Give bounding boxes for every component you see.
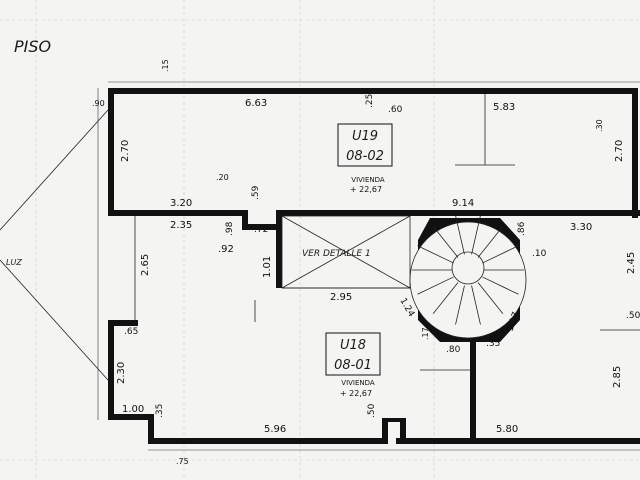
dim-label: 1.00	[122, 404, 144, 415]
stair-tread	[455, 285, 465, 325]
stair-tread	[482, 276, 519, 295]
unit-u18-code: U18	[340, 338, 366, 353]
dim-label: 2.35	[170, 220, 192, 231]
unit-u19-number: 08-02	[346, 149, 384, 164]
dim-label: 6.63	[245, 98, 267, 109]
dim-label: .90	[92, 99, 105, 108]
dim-label: 2.85	[612, 366, 623, 388]
dim-label: 9.14	[452, 198, 474, 209]
dim-label: .72	[254, 225, 268, 235]
unit-u18: U18 08-01 VIVIENDA + 22,67	[325, 332, 381, 398]
stair-tread	[477, 282, 504, 315]
dim-label: .86	[517, 221, 527, 236]
stair-tread	[471, 285, 481, 325]
dim-label: 2.70	[614, 140, 625, 162]
dim-label: .75	[176, 457, 189, 466]
dim-label: .98	[225, 221, 235, 236]
dim-label: 5.80	[496, 424, 518, 435]
spiral-stair	[409, 215, 527, 342]
dim-label: .35	[155, 404, 165, 418]
dim-label: .59	[251, 185, 261, 200]
unit-u18-use: VIVIENDA	[341, 379, 375, 387]
dim-label: 2.70	[120, 140, 131, 162]
dim-label: .80	[446, 345, 461, 355]
dim-label: 5.83	[493, 102, 515, 113]
interior-lines	[134, 94, 640, 371]
dim-label: .17	[421, 327, 430, 340]
dim-label: .50	[626, 311, 640, 321]
stair-tread	[417, 245, 454, 264]
dim-label: .65	[124, 327, 138, 337]
dim-label: 3.30	[570, 222, 592, 233]
dim-label: .15	[161, 59, 170, 72]
dim-label: 2.95	[330, 292, 352, 303]
dim-label: .60	[388, 105, 403, 115]
unit-u19-code: U19	[352, 129, 378, 144]
dim-label: 3.20	[170, 198, 192, 209]
stair-tread	[432, 282, 459, 315]
dim-label: 5.96	[264, 424, 286, 435]
dim-label: .50	[367, 403, 377, 418]
dim-label: .92	[218, 244, 234, 255]
detail-note: VER DETALLE 1	[302, 249, 371, 259]
dim-label: .20	[216, 173, 229, 182]
dim-label: .35	[486, 339, 500, 349]
stair-tread	[417, 276, 454, 295]
unit-u19-use: VIVIENDA	[351, 176, 385, 184]
stair-tread	[432, 225, 459, 258]
stair-tread	[477, 225, 504, 258]
unit-u19: U19 08-02 VIVIENDA + 22,67	[337, 123, 393, 194]
stair-tread	[471, 215, 481, 255]
stair-treads	[412, 215, 524, 325]
dim-label: 2.45	[626, 252, 637, 274]
dim-label: 2.65	[140, 254, 151, 276]
side-label: LUZ	[6, 258, 22, 267]
dim-label: .10	[532, 249, 547, 259]
dimension-ticks	[97, 81, 640, 451]
dim-label: 1.01	[262, 256, 273, 278]
dim-label: .25	[365, 94, 375, 108]
dim-label: 2.30	[116, 362, 127, 384]
stair-tread	[455, 215, 465, 255]
walls	[108, 88, 640, 444]
unit-u18-area: + 22,67	[340, 389, 372, 398]
floor-label: PISO	[14, 37, 51, 56]
unit-u18-number: 08-01	[334, 358, 372, 373]
stair-tread	[482, 245, 519, 264]
unit-u19-area: + 22,67	[350, 185, 382, 194]
dim-label: .30	[595, 119, 604, 132]
diagonal-lines	[0, 109, 109, 381]
dimension-labels: 6.63 5.83 2.70 2.70 3.20 9.14 2.35 3.30 …	[92, 59, 640, 466]
stair-hall	[281, 215, 411, 289]
